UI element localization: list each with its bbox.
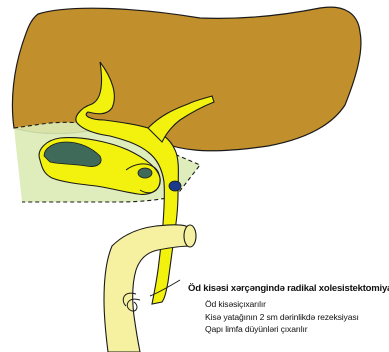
duodenum bbox=[104, 225, 192, 352]
caption-title: Öd kisəsi xərçəngində radikal xolesistek… bbox=[188, 283, 388, 295]
caption: Öd kisəsi xərçəngində radikal xolesistek… bbox=[188, 283, 388, 336]
caption-step: Öd kisəsiçıxarılır bbox=[205, 298, 388, 311]
duodenum-opening bbox=[184, 225, 196, 247]
hilar-lymph-node bbox=[169, 181, 181, 191]
caption-step: Kisə yatağının 2 sm dərinlikdə rezeksiya… bbox=[205, 311, 388, 324]
caption-steps: Öd kisəsiçıxarılır Kisə yatağının 2 sm d… bbox=[188, 298, 388, 336]
caption-step: Qapı limfa düyünləri çıxarılır bbox=[205, 323, 388, 336]
cystic-lymph-node bbox=[138, 168, 152, 178]
